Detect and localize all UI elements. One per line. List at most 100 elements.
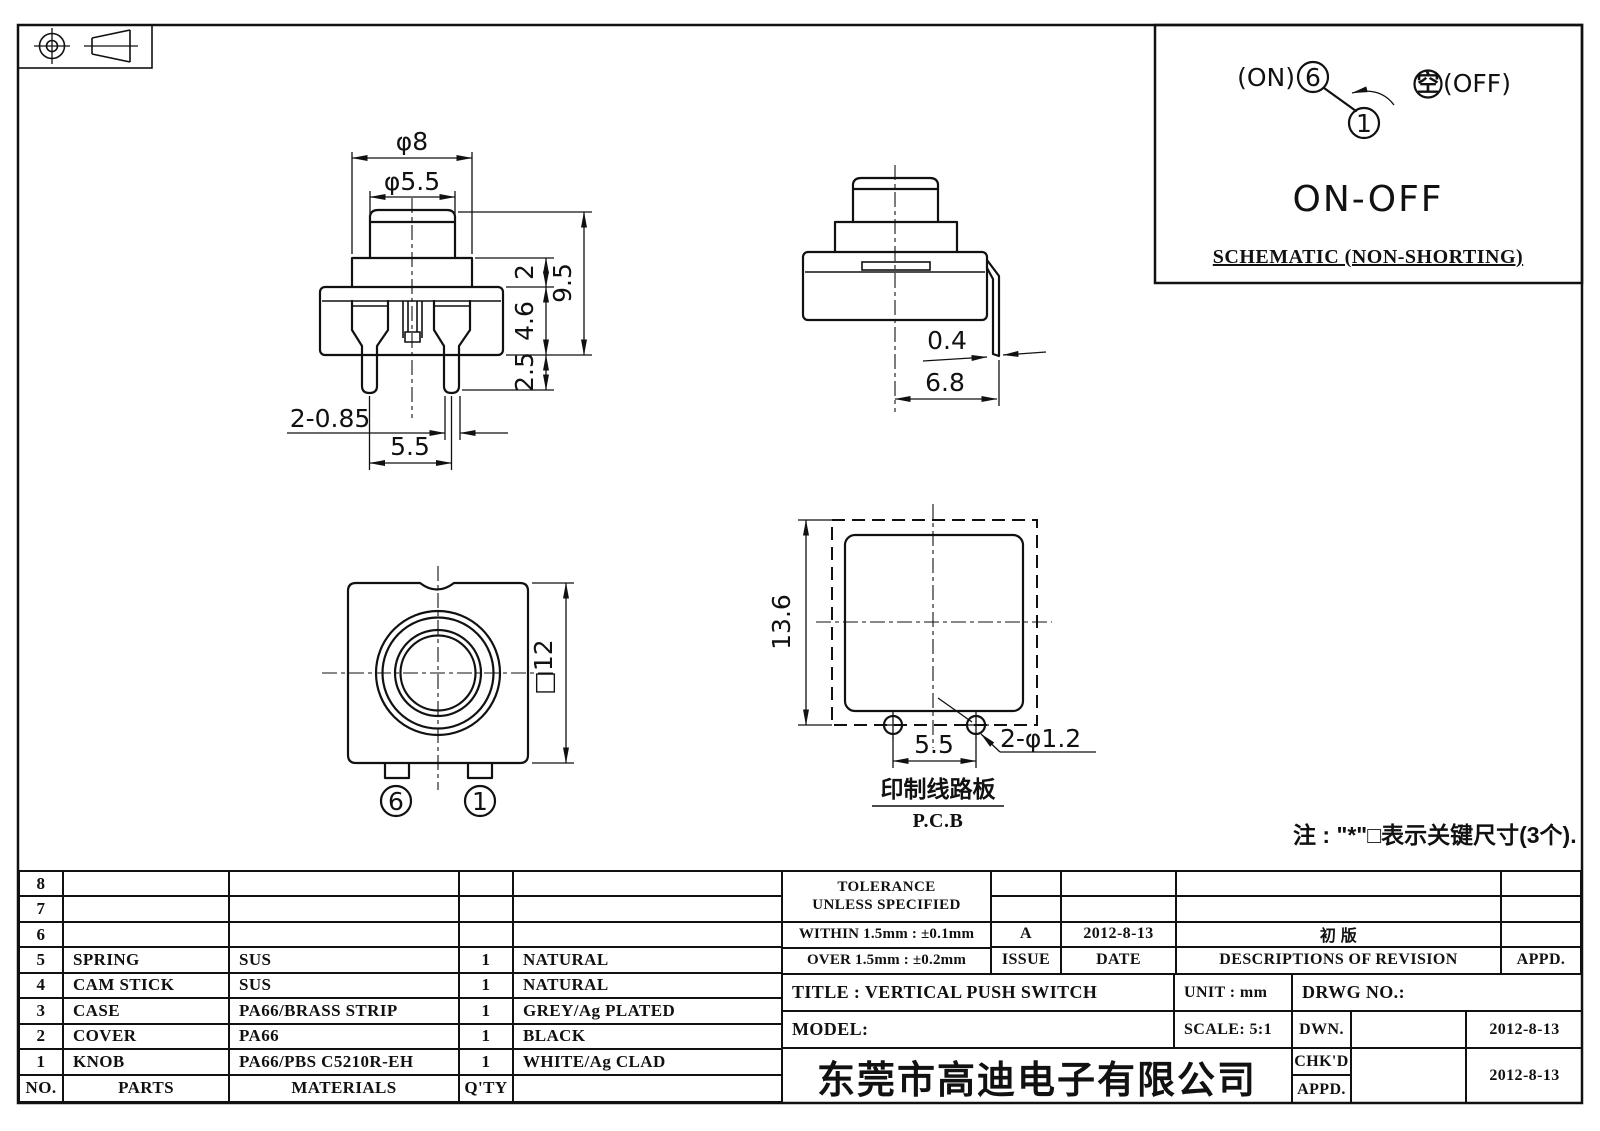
part-no: 7 (20, 897, 64, 923)
part-no: 6 (20, 922, 64, 949)
part-qty: 1 (460, 948, 514, 974)
scale-field: SCALE: 5:1 (1175, 1012, 1293, 1047)
schematic-on-label: (ON) (1237, 63, 1295, 92)
revision-cell (1062, 872, 1177, 898)
front-view: φ8 φ5.5 2 4.6 2.5 9.5 2-0.85 5.5 (287, 127, 592, 470)
terminal-6-callout (379, 784, 413, 818)
part-finish: NATURAL (514, 974, 781, 1000)
part-material (230, 897, 460, 923)
dim-pcb-pitch: 5.5 (914, 730, 954, 759)
tolerance-subtitle: UNLESS SPECIFIED (812, 897, 961, 914)
drwg-no-field: DRWG NO.: (1302, 982, 1405, 1002)
company-name: 东莞市高迪电子有限公司 (783, 1049, 1293, 1103)
tolerance-over: OVER 1.5mm : ±0.2mm (783, 946, 990, 973)
part-name: CAM STICK (64, 973, 230, 1000)
part-material: SUS (230, 948, 460, 974)
terminal-1-callout (463, 784, 497, 818)
dwn-date: 2012-8-13 (1489, 1020, 1560, 1038)
revision-cell (1062, 897, 1177, 923)
revision-block: A 2012-8-13 初 版 ISSUE DATE DESCRIPTIONS … (990, 870, 1582, 975)
rotation-arrow (1351, 86, 1395, 106)
part-qty: 1 (460, 973, 514, 1000)
appd-label: APPD. (1297, 1080, 1346, 1098)
part-finish: NATURAL (514, 948, 781, 974)
part-qty: 1 (460, 999, 514, 1025)
unit-field: UNIT : mm (1175, 975, 1293, 1010)
revision-cell (1177, 872, 1502, 898)
revision-header-date: DATE (1062, 947, 1177, 973)
dwn-signature (1352, 1012, 1467, 1047)
parts-header-material: MATERIALS (230, 1075, 460, 1101)
part-material: PA66/BRASS STRIP (230, 999, 460, 1025)
model-field: MODEL: (783, 1012, 1175, 1047)
part-finish: GREY/Ag PLATED (514, 999, 781, 1025)
part-finish: BLACK (514, 1025, 781, 1051)
top-view: 6 1 □12 (322, 566, 574, 818)
pcb-view: 13.6 5.5 2-φ1.2 印制线路板 P.C.B (767, 504, 1096, 832)
part-finish (514, 872, 781, 898)
parts-header-finish (514, 1076, 781, 1101)
tolerance-block: TOLERANCE UNLESS SPECIFIED WITHIN 1.5mm … (783, 870, 990, 975)
part-name: KNOB (64, 1050, 230, 1076)
side-view: 0.4 6.8 (801, 165, 1047, 412)
part-qty: 1 (460, 1024, 514, 1051)
part-no: 5 (20, 948, 64, 974)
switch-lever (1322, 86, 1358, 113)
revision-cell (1177, 897, 1502, 923)
dim-dia8: φ8 (396, 127, 428, 156)
pcb-label-en: P.C.B (913, 810, 964, 832)
schematic-caption: SCHEMATIC (NON-SHORTING) (1213, 246, 1523, 268)
revision-cell (992, 897, 1062, 923)
terminal-6-number: 6 (1305, 63, 1321, 92)
part-material: SUS (230, 973, 460, 1000)
dim-pin-pitch: 5.5 (390, 432, 430, 461)
part-name (64, 872, 230, 898)
part-no: 4 (20, 973, 64, 1000)
dim-pin-spec: 2-0.85 (290, 404, 371, 433)
part-no: 2 (20, 1024, 64, 1051)
revision-appd-value (1502, 923, 1580, 948)
off-symbol-char: 空 (1417, 70, 1440, 96)
dim-h2: 2 (510, 264, 539, 280)
part-no: 1 (20, 1050, 64, 1076)
part-finish (514, 897, 781, 923)
parts-header-name: PARTS (64, 1075, 230, 1101)
dim-dia55: φ5.5 (384, 167, 440, 196)
part-no: 3 (20, 999, 64, 1025)
part-qty: 1 (460, 1050, 514, 1076)
schematic-off-label: (OFF) (1443, 69, 1511, 98)
chkd-appd-signature (1352, 1049, 1467, 1103)
revision-cell (1502, 897, 1580, 923)
off-terminal-symbol (1413, 69, 1443, 99)
part-material (230, 922, 460, 949)
chkd-date: 2012-8-13 (1489, 1067, 1560, 1084)
projection-symbol (17, 24, 153, 69)
parts-table: 8 7 6 5 SPRING SUS 1 NATURAL 4 CAM STICK… (18, 870, 783, 1103)
part-material: PA66 (230, 1024, 460, 1051)
part-qty (460, 872, 514, 898)
dim-h95: 9.5 (548, 263, 577, 303)
title-block: TITLE : VERTICAL PUSH SWITCH UNIT : mm D… (783, 975, 1582, 1103)
part-name (64, 922, 230, 949)
dim-pin-offset: 6.8 (925, 368, 965, 397)
revision-issue-value: A (992, 922, 1062, 948)
pcb-label-cn: 印制线路板 (881, 776, 997, 802)
terminal-1-number: 1 (1356, 109, 1372, 138)
dim-h25: 2.5 (510, 352, 539, 392)
part-no: 8 (20, 872, 64, 898)
part-finish: WHITE/Ag CLAD (514, 1050, 781, 1076)
revision-header-issue: ISSUE (992, 947, 1062, 973)
revision-header-appd: APPD. (1516, 951, 1566, 969)
dim-square12: □12 (529, 639, 558, 694)
revision-cell (992, 872, 1062, 898)
revision-date-value: 2012-8-13 (1062, 922, 1177, 948)
tolerance-within: WITHIN 1.5mm : ±0.1mm (783, 920, 990, 947)
terminal-6-symbol (1296, 60, 1330, 94)
parts-header-no: NO. (20, 1075, 64, 1101)
part-name: COVER (64, 1024, 230, 1051)
dwn-label: DWN. (1293, 1012, 1352, 1047)
part-finish (514, 923, 781, 949)
revision-description-value: 初 版 (1177, 922, 1502, 948)
parts-header-qty: Q'TY (460, 1075, 514, 1101)
